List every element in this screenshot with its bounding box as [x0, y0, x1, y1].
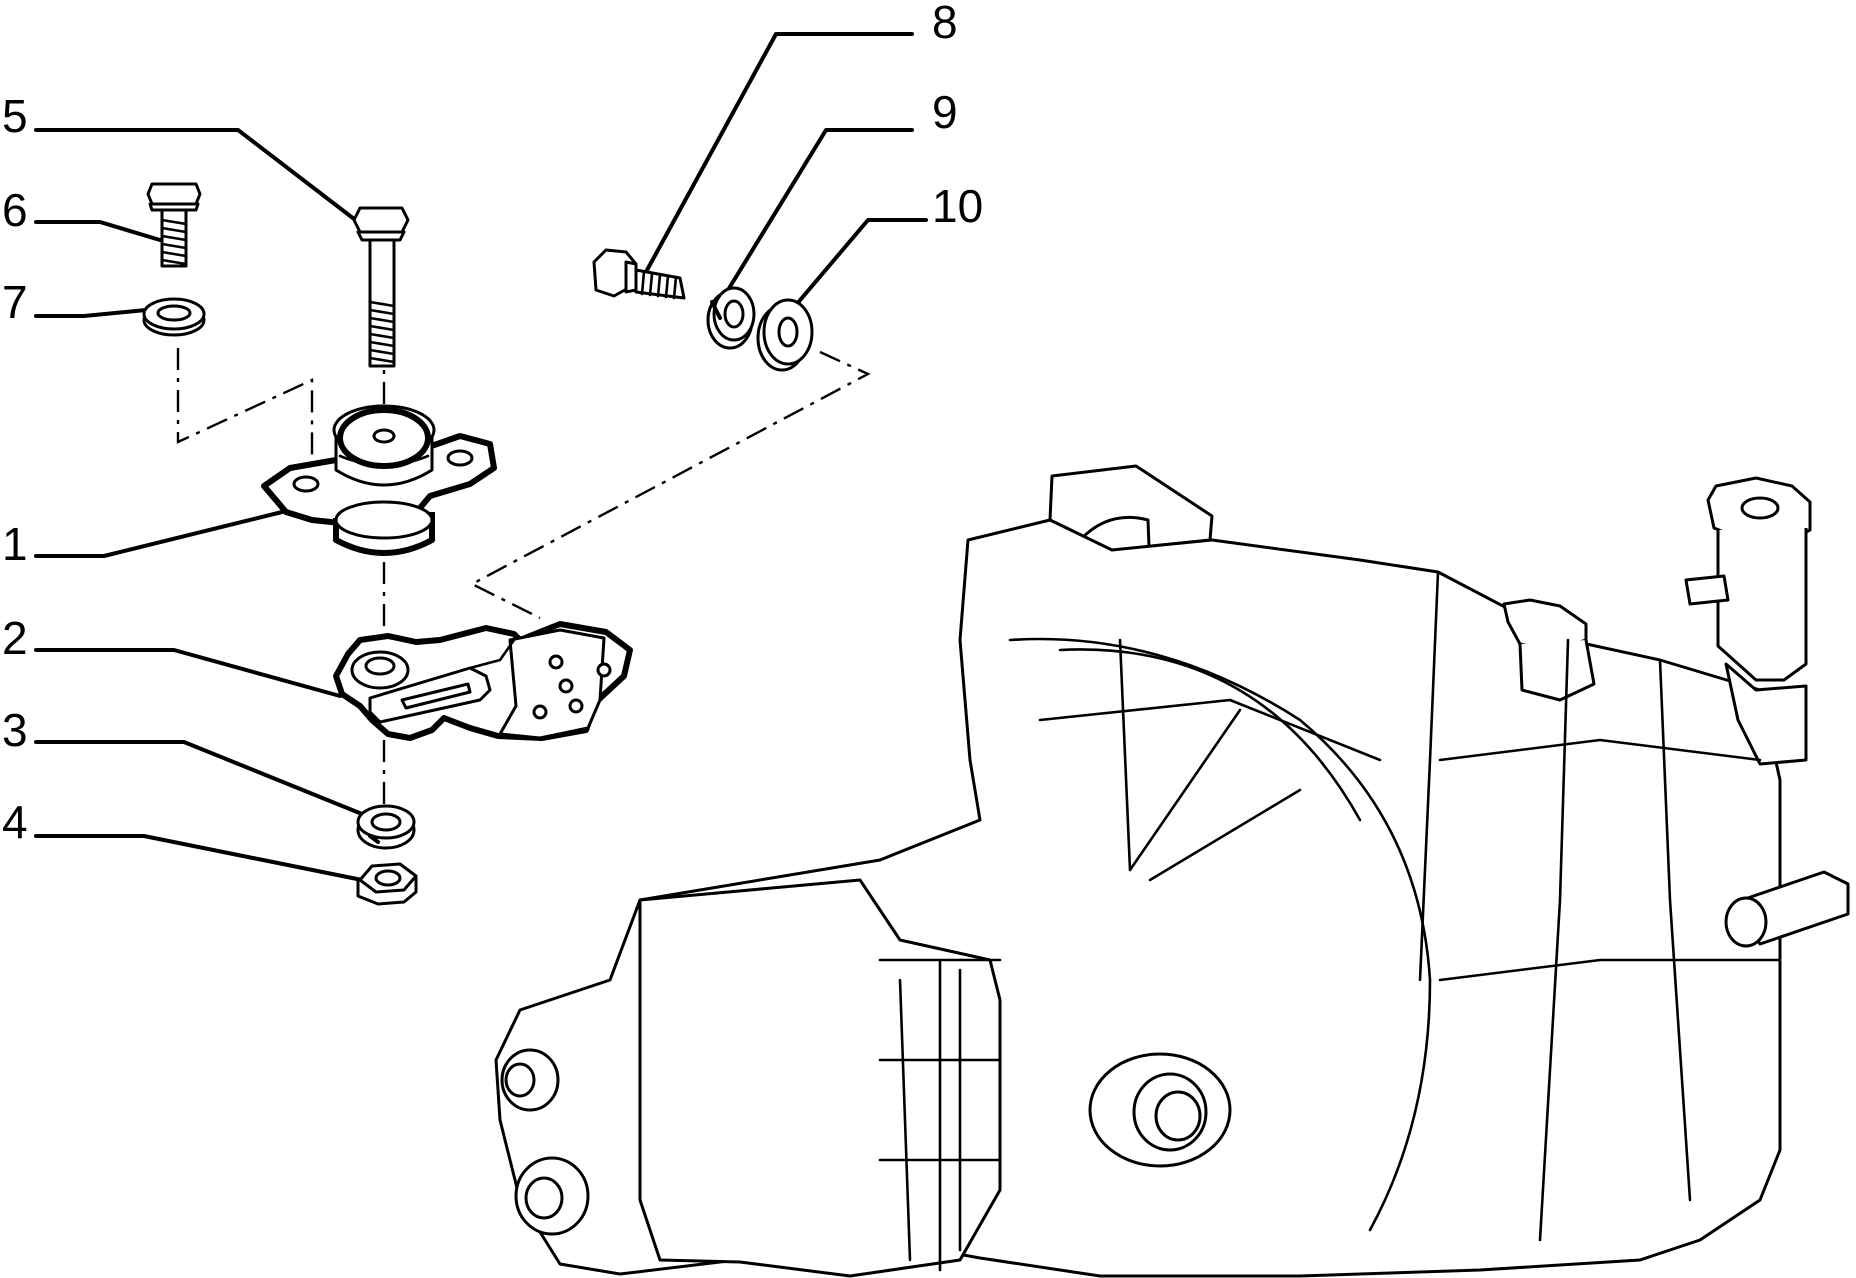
callout-2[interactable]: 2	[2, 612, 342, 698]
split-washer-icon	[706, 286, 756, 350]
callout-label-4: 4	[2, 796, 28, 848]
callout-label-5: 5	[2, 90, 28, 142]
leader-line-6	[34, 220, 162, 242]
callout-1[interactable]: 1	[2, 510, 284, 570]
gearbox-housing-icon	[494, 464, 1850, 1278]
leader-line-5	[34, 128, 360, 224]
callout-10[interactable]: 10	[788, 180, 983, 314]
callout-9[interactable]: 9	[726, 86, 958, 292]
callout-8[interactable]: 8	[644, 0, 958, 274]
washer-icon	[142, 297, 206, 337]
leader-line-9	[726, 128, 914, 292]
plain-washer-icon	[756, 298, 814, 372]
leader-line-3	[34, 740, 364, 816]
leader-line-4	[34, 834, 364, 882]
leader-line-1	[34, 510, 284, 558]
leader-line-7	[34, 308, 148, 318]
callout-label-1: 1	[2, 518, 28, 570]
bolt-small-icon	[146, 182, 202, 268]
leader-line-10	[788, 218, 928, 314]
mounting-bracket-icon	[333, 621, 633, 741]
callout-label-10: 10	[932, 180, 983, 232]
callout-3[interactable]: 3	[2, 704, 364, 816]
flange-bolt-icon	[592, 248, 686, 300]
engine-mount-icon	[261, 404, 497, 556]
leader-line-2	[34, 648, 342, 698]
callout-5[interactable]: 5	[2, 90, 360, 224]
callout-6[interactable]: 6	[2, 184, 162, 242]
nut-icon	[356, 862, 418, 906]
callout-label-9: 9	[932, 86, 958, 138]
callout-label-7: 7	[2, 276, 28, 328]
callout-label-6: 6	[2, 184, 28, 236]
lock-washer-icon	[356, 804, 416, 850]
bolt-long-icon	[352, 206, 410, 368]
callout-label-3: 3	[2, 704, 28, 756]
callout-4[interactable]: 4	[2, 796, 364, 882]
callout-7[interactable]: 7	[2, 276, 148, 328]
callout-label-2: 2	[2, 612, 28, 664]
callout-label-8: 8	[932, 0, 958, 48]
leader-line-8	[644, 32, 914, 274]
